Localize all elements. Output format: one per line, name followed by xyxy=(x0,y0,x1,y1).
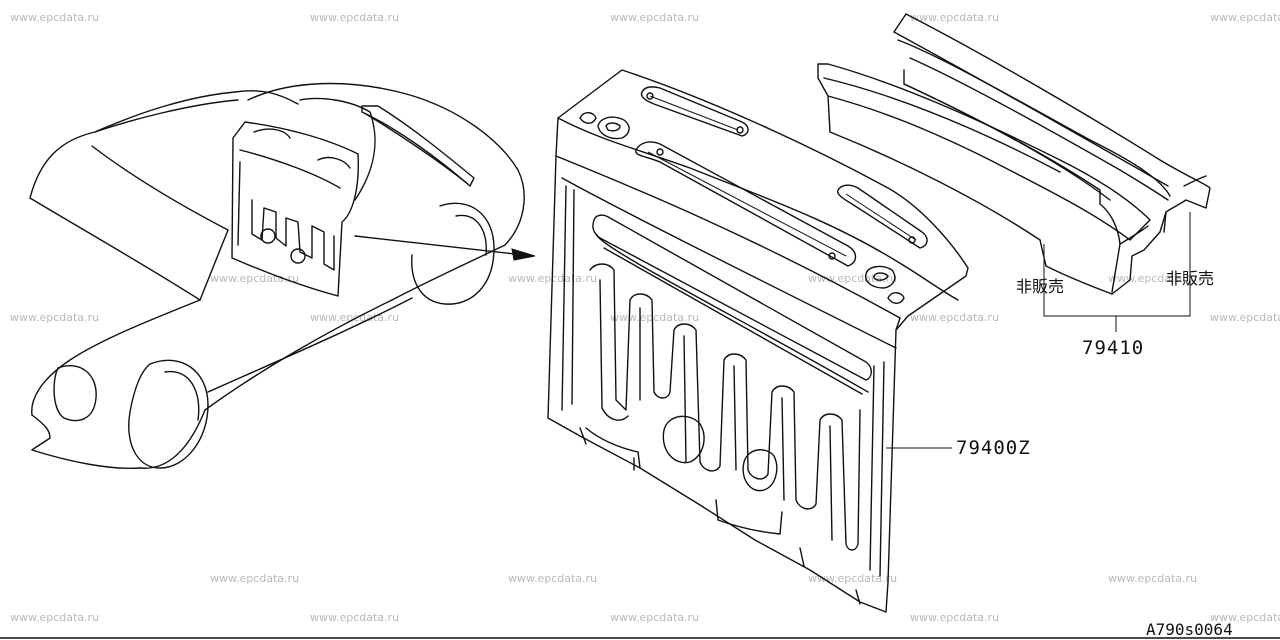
watermark: www.epcdata.ru xyxy=(210,272,300,285)
watermark: www.epcdata.ru xyxy=(1210,611,1280,624)
watermark: www.epcdata.ru xyxy=(808,572,898,585)
reinforcement-79410-illustration xyxy=(817,13,1211,332)
watermark: www.epcdata.ru xyxy=(310,11,400,24)
watermark: www.epcdata.ru xyxy=(910,611,1000,624)
watermark: www.epcdata.ru xyxy=(610,11,700,24)
watermark: www.epcdata.ru xyxy=(610,311,700,324)
figure-code: A790s0064 xyxy=(1146,620,1233,639)
watermark: www.epcdata.ru xyxy=(1210,311,1280,324)
direction-arrow xyxy=(354,235,536,261)
watermark: www.epcdata.ru xyxy=(310,311,400,324)
not-for-sale-note-right: 非販売 xyxy=(1166,269,1215,288)
watermark: www.epcdata.ru xyxy=(310,611,400,624)
watermark: www.epcdata.ru xyxy=(508,572,598,585)
rear-panel-79400z-illustration xyxy=(547,69,969,613)
watermark: www.epcdata.ru xyxy=(1108,572,1198,585)
watermark: www.epcdata.ru xyxy=(10,311,100,324)
watermark: www.epcdata.ru xyxy=(910,311,1000,324)
not-for-sale-note-left: 非販売 xyxy=(1016,277,1065,296)
watermark: www.epcdata.ru xyxy=(10,611,100,624)
watermark: www.epcdata.ru xyxy=(1210,11,1280,24)
watermark: www.epcdata.ru xyxy=(610,611,700,624)
callout-79400z: 79400Z xyxy=(956,437,1031,459)
car-outline-illustration xyxy=(29,82,525,470)
callout-79410: 79410 xyxy=(1082,337,1145,359)
watermark: www.epcdata.ru xyxy=(210,572,300,585)
watermark: www.epcdata.ru xyxy=(10,11,100,24)
watermark: www.epcdata.ru xyxy=(910,11,1000,24)
